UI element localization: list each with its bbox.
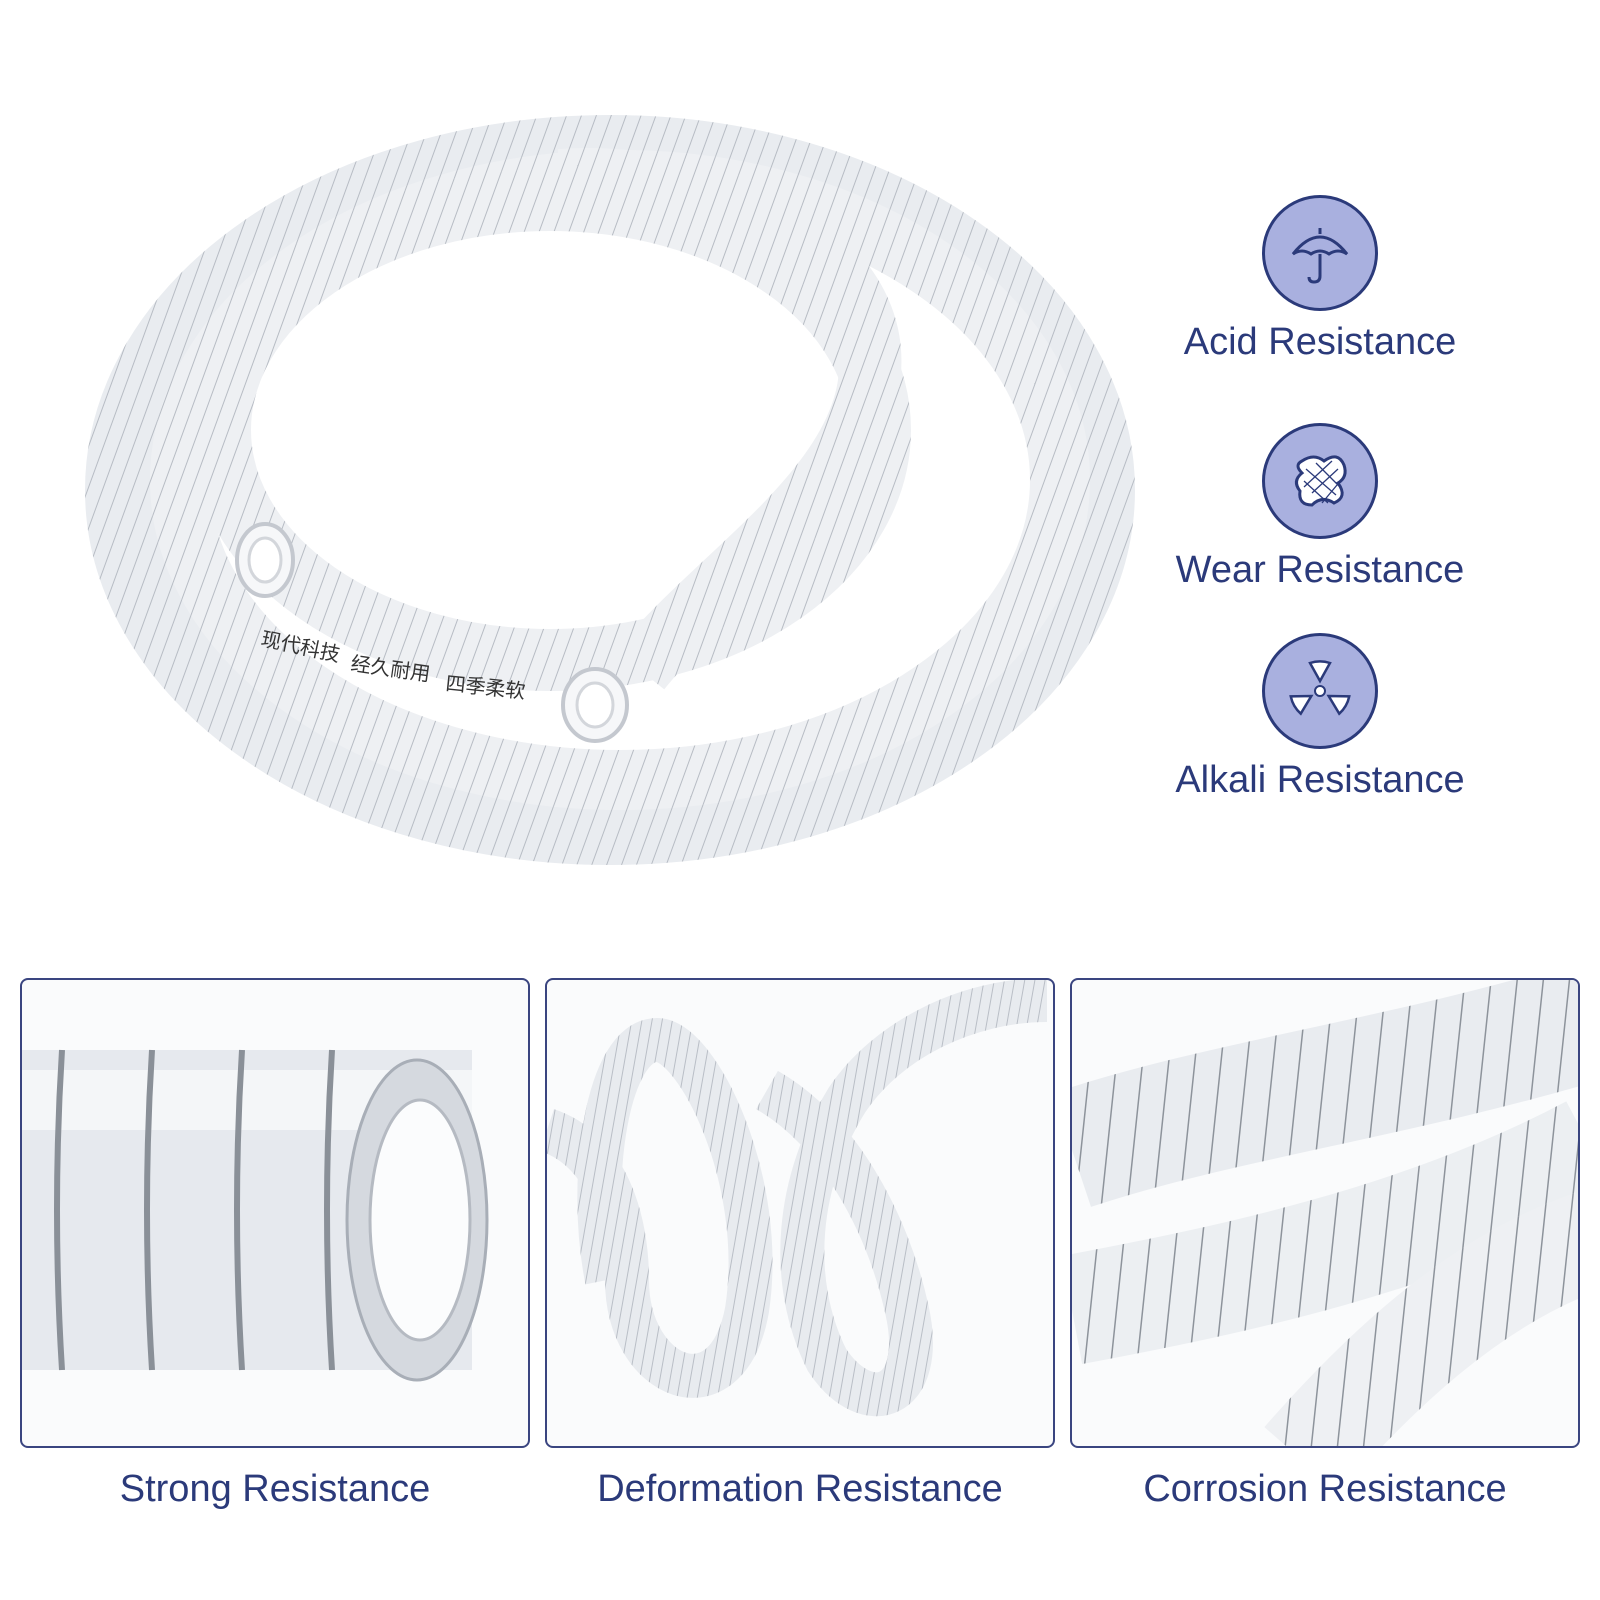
feature-alkali: Alkali Resistance	[1150, 633, 1490, 833]
panel-caption: Strong Resistance	[119, 1468, 431, 1510]
hose-coil-closeup-image	[1072, 980, 1578, 1446]
hose-end-closeup-image	[22, 1049, 489, 1382]
hose-coil-image: 现代科技 经久耐用 四季柔软	[80, 100, 1160, 880]
panel-deformation-resistance	[545, 978, 1055, 1448]
panel-strong-resistance	[20, 978, 530, 1448]
feature-label: Alkali Resistance	[1175, 759, 1465, 801]
feature-wear: Wear Resistance	[1150, 423, 1490, 623]
panel-corrosion-resistance	[1070, 978, 1580, 1448]
panel-caption: Corrosion Resistance	[1143, 1468, 1507, 1510]
panel-caption: Deformation Resistance	[597, 1468, 1003, 1510]
feature-label: Wear Resistance	[1175, 549, 1465, 591]
mesh-shield-icon	[1262, 423, 1378, 539]
hose-loop-image	[547, 980, 1048, 1417]
feature-acid: Acid Resistance	[1150, 195, 1490, 395]
radiation-icon	[1262, 633, 1378, 749]
feature-label: Acid Resistance	[1183, 321, 1457, 363]
umbrella-icon	[1262, 195, 1378, 311]
